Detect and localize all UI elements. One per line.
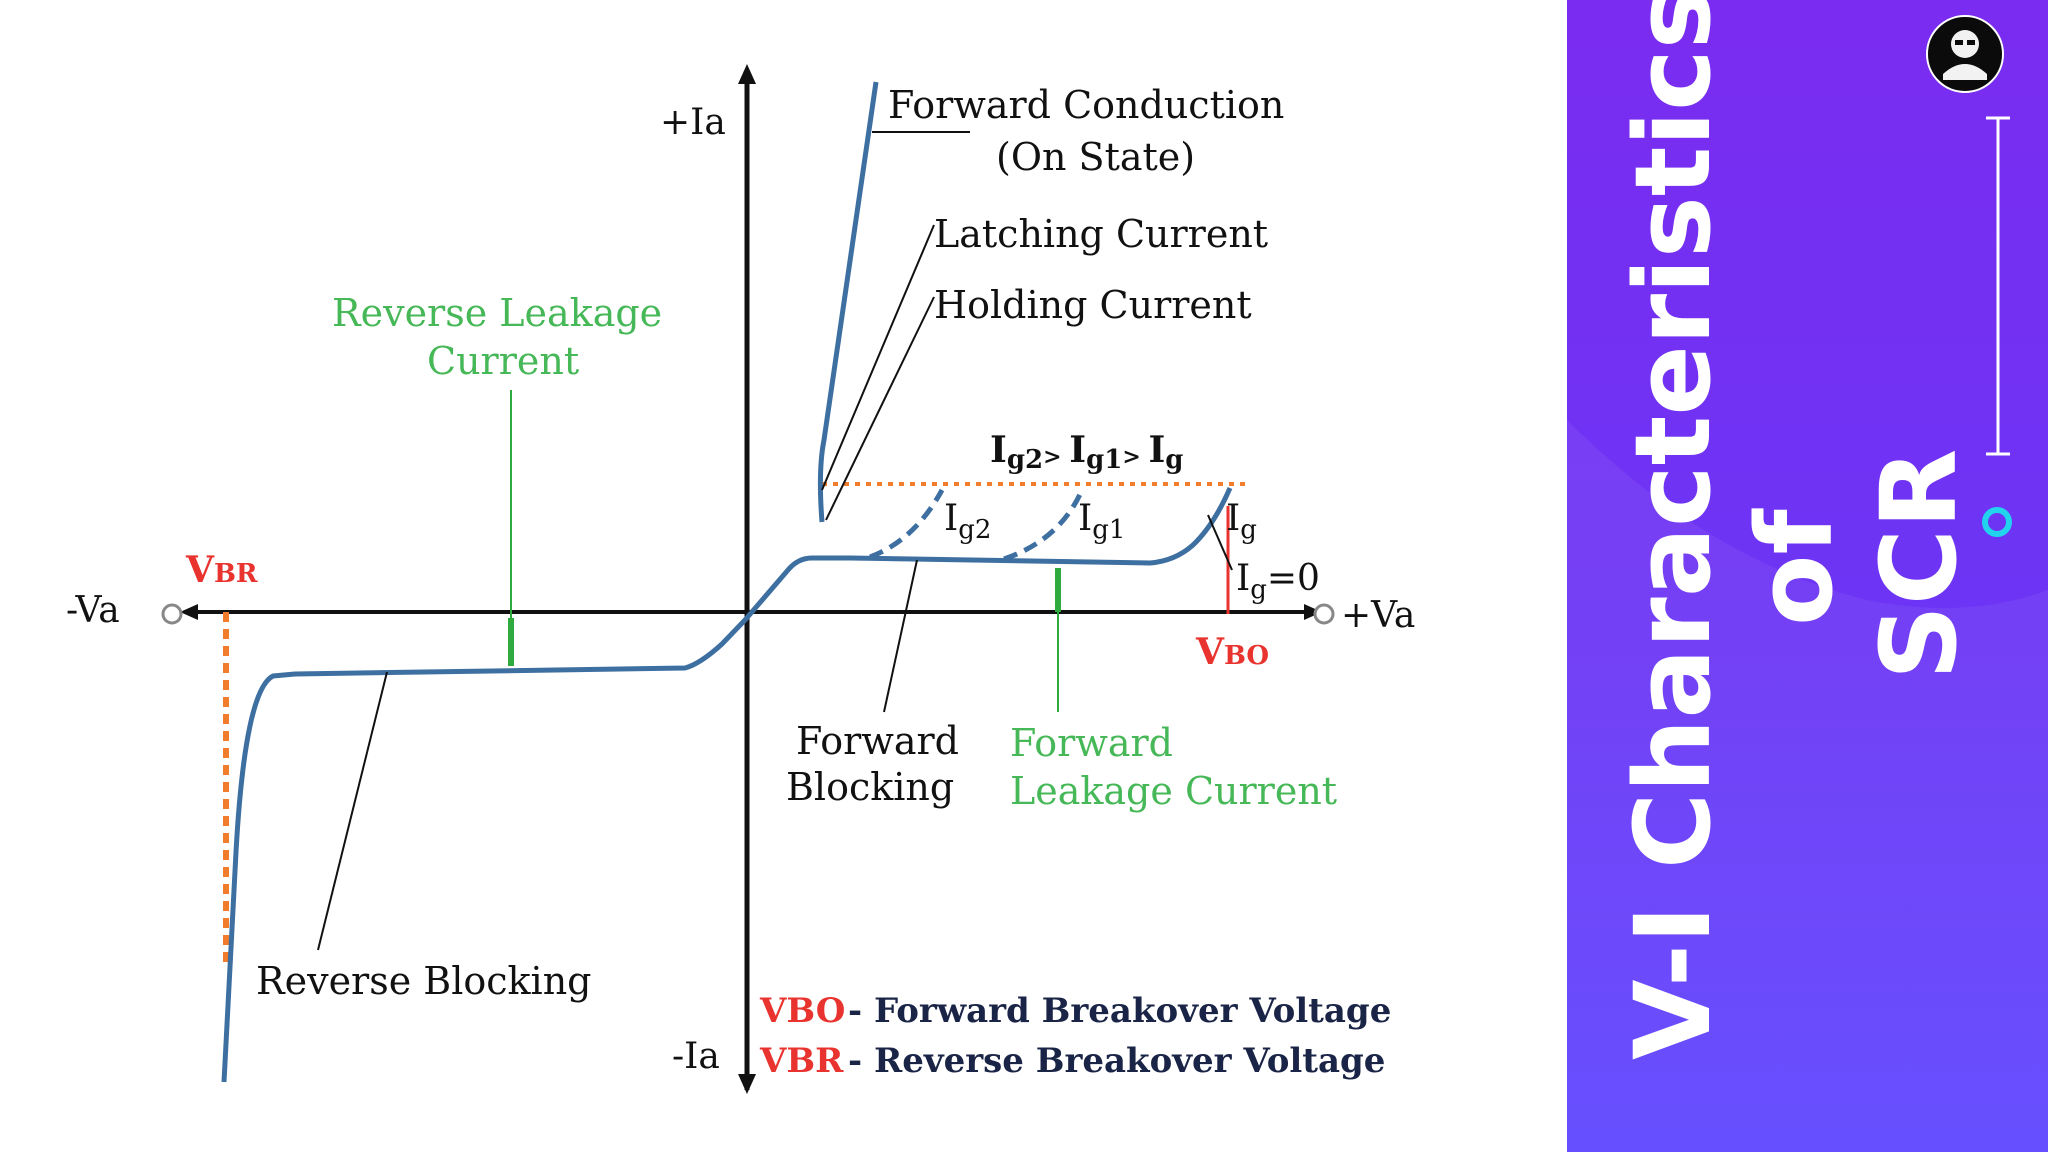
y-axis-arrow-down: [738, 1074, 756, 1094]
x-axis-left-terminal: [161, 603, 183, 625]
legend-vbo-symbol: VBO: [759, 991, 845, 1031]
reverse-blocking-label: Reverse Blocking: [256, 959, 592, 1003]
forward-conduction-label: Forward Conduction: [888, 83, 1284, 127]
vbo-label: VBO: [1195, 631, 1269, 673]
ig-label: Ig: [1226, 498, 1257, 545]
vbr-label: VBR: [185, 549, 258, 591]
accent-ring-icon: [1982, 507, 2012, 537]
plus-ia-label: +Ia: [660, 102, 726, 143]
minus-va-label: -Va: [66, 590, 120, 631]
reverse-blocking-leader: [317, 671, 388, 951]
on-state-label: (On State): [996, 135, 1195, 179]
forward-leakage-label-line2: Leakage Current: [1010, 769, 1337, 813]
x-axis-arrow-right: [1304, 604, 1322, 620]
vi-curve-on-state: [817, 81, 879, 523]
holding-current-label: Holding Current: [934, 283, 1252, 327]
forward-blocking-label-line1: Forward: [796, 719, 959, 763]
plus-va-label: +Va: [1341, 595, 1415, 636]
x-axis-right-terminal: [1313, 603, 1335, 625]
author-avatar-icon[interactable]: [1926, 15, 2004, 93]
vi-curve-forward-blocking: [743, 487, 1233, 622]
legend-vbo-description: - Forward Breakover Voltage: [848, 991, 1391, 1031]
latching-current-leader: [821, 224, 935, 491]
legend-vbr-symbol: VBR: [759, 1041, 844, 1081]
y-axis-arrow-up: [738, 64, 756, 84]
latching-current-label: Latching Current: [934, 212, 1268, 256]
title-line-2: of: [1734, 508, 1856, 626]
ig1-dashed-curve: [1003, 488, 1085, 562]
ig-leader: [1207, 514, 1233, 571]
scr-vi-diagram: +Ia -Ia -Va +Va Forward Conduction (On S…: [66, 64, 1415, 1094]
forward-blocking-label-line2: Blocking: [786, 765, 954, 809]
ig1-label: Ig1: [1078, 498, 1125, 545]
ig2-dashed-curve: [869, 488, 945, 560]
title-side-panel: V-I Characteristics of SCR: [1567, 0, 2048, 1152]
ig-zero-label: Ig=0: [1236, 558, 1320, 605]
title-line-3: SCR: [1858, 449, 1980, 680]
legend-vbr-description: - Reverse Breakover Voltage: [848, 1041, 1385, 1081]
reverse-leakage-label-line2: Current: [427, 339, 579, 383]
ig-order-label: Ig2> Ig1> Ig: [990, 429, 1183, 475]
x-axis-arrow-left: [180, 604, 198, 620]
holding-current-leader: [825, 296, 935, 521]
ig2-label: Ig2: [944, 498, 991, 545]
title-line-1: V-I Characteristics: [1612, 0, 1734, 1060]
panel-wave-shape: [1567, 420, 2048, 1152]
minus-ia-label: -Ia: [672, 1036, 720, 1077]
reverse-leakage-label-line1: Reverse Leakage: [332, 291, 662, 335]
forward-leakage-label-line1: Forward: [1010, 721, 1173, 765]
forward-blocking-leader: [883, 559, 918, 713]
vi-curve-reverse: [221, 618, 747, 1083]
